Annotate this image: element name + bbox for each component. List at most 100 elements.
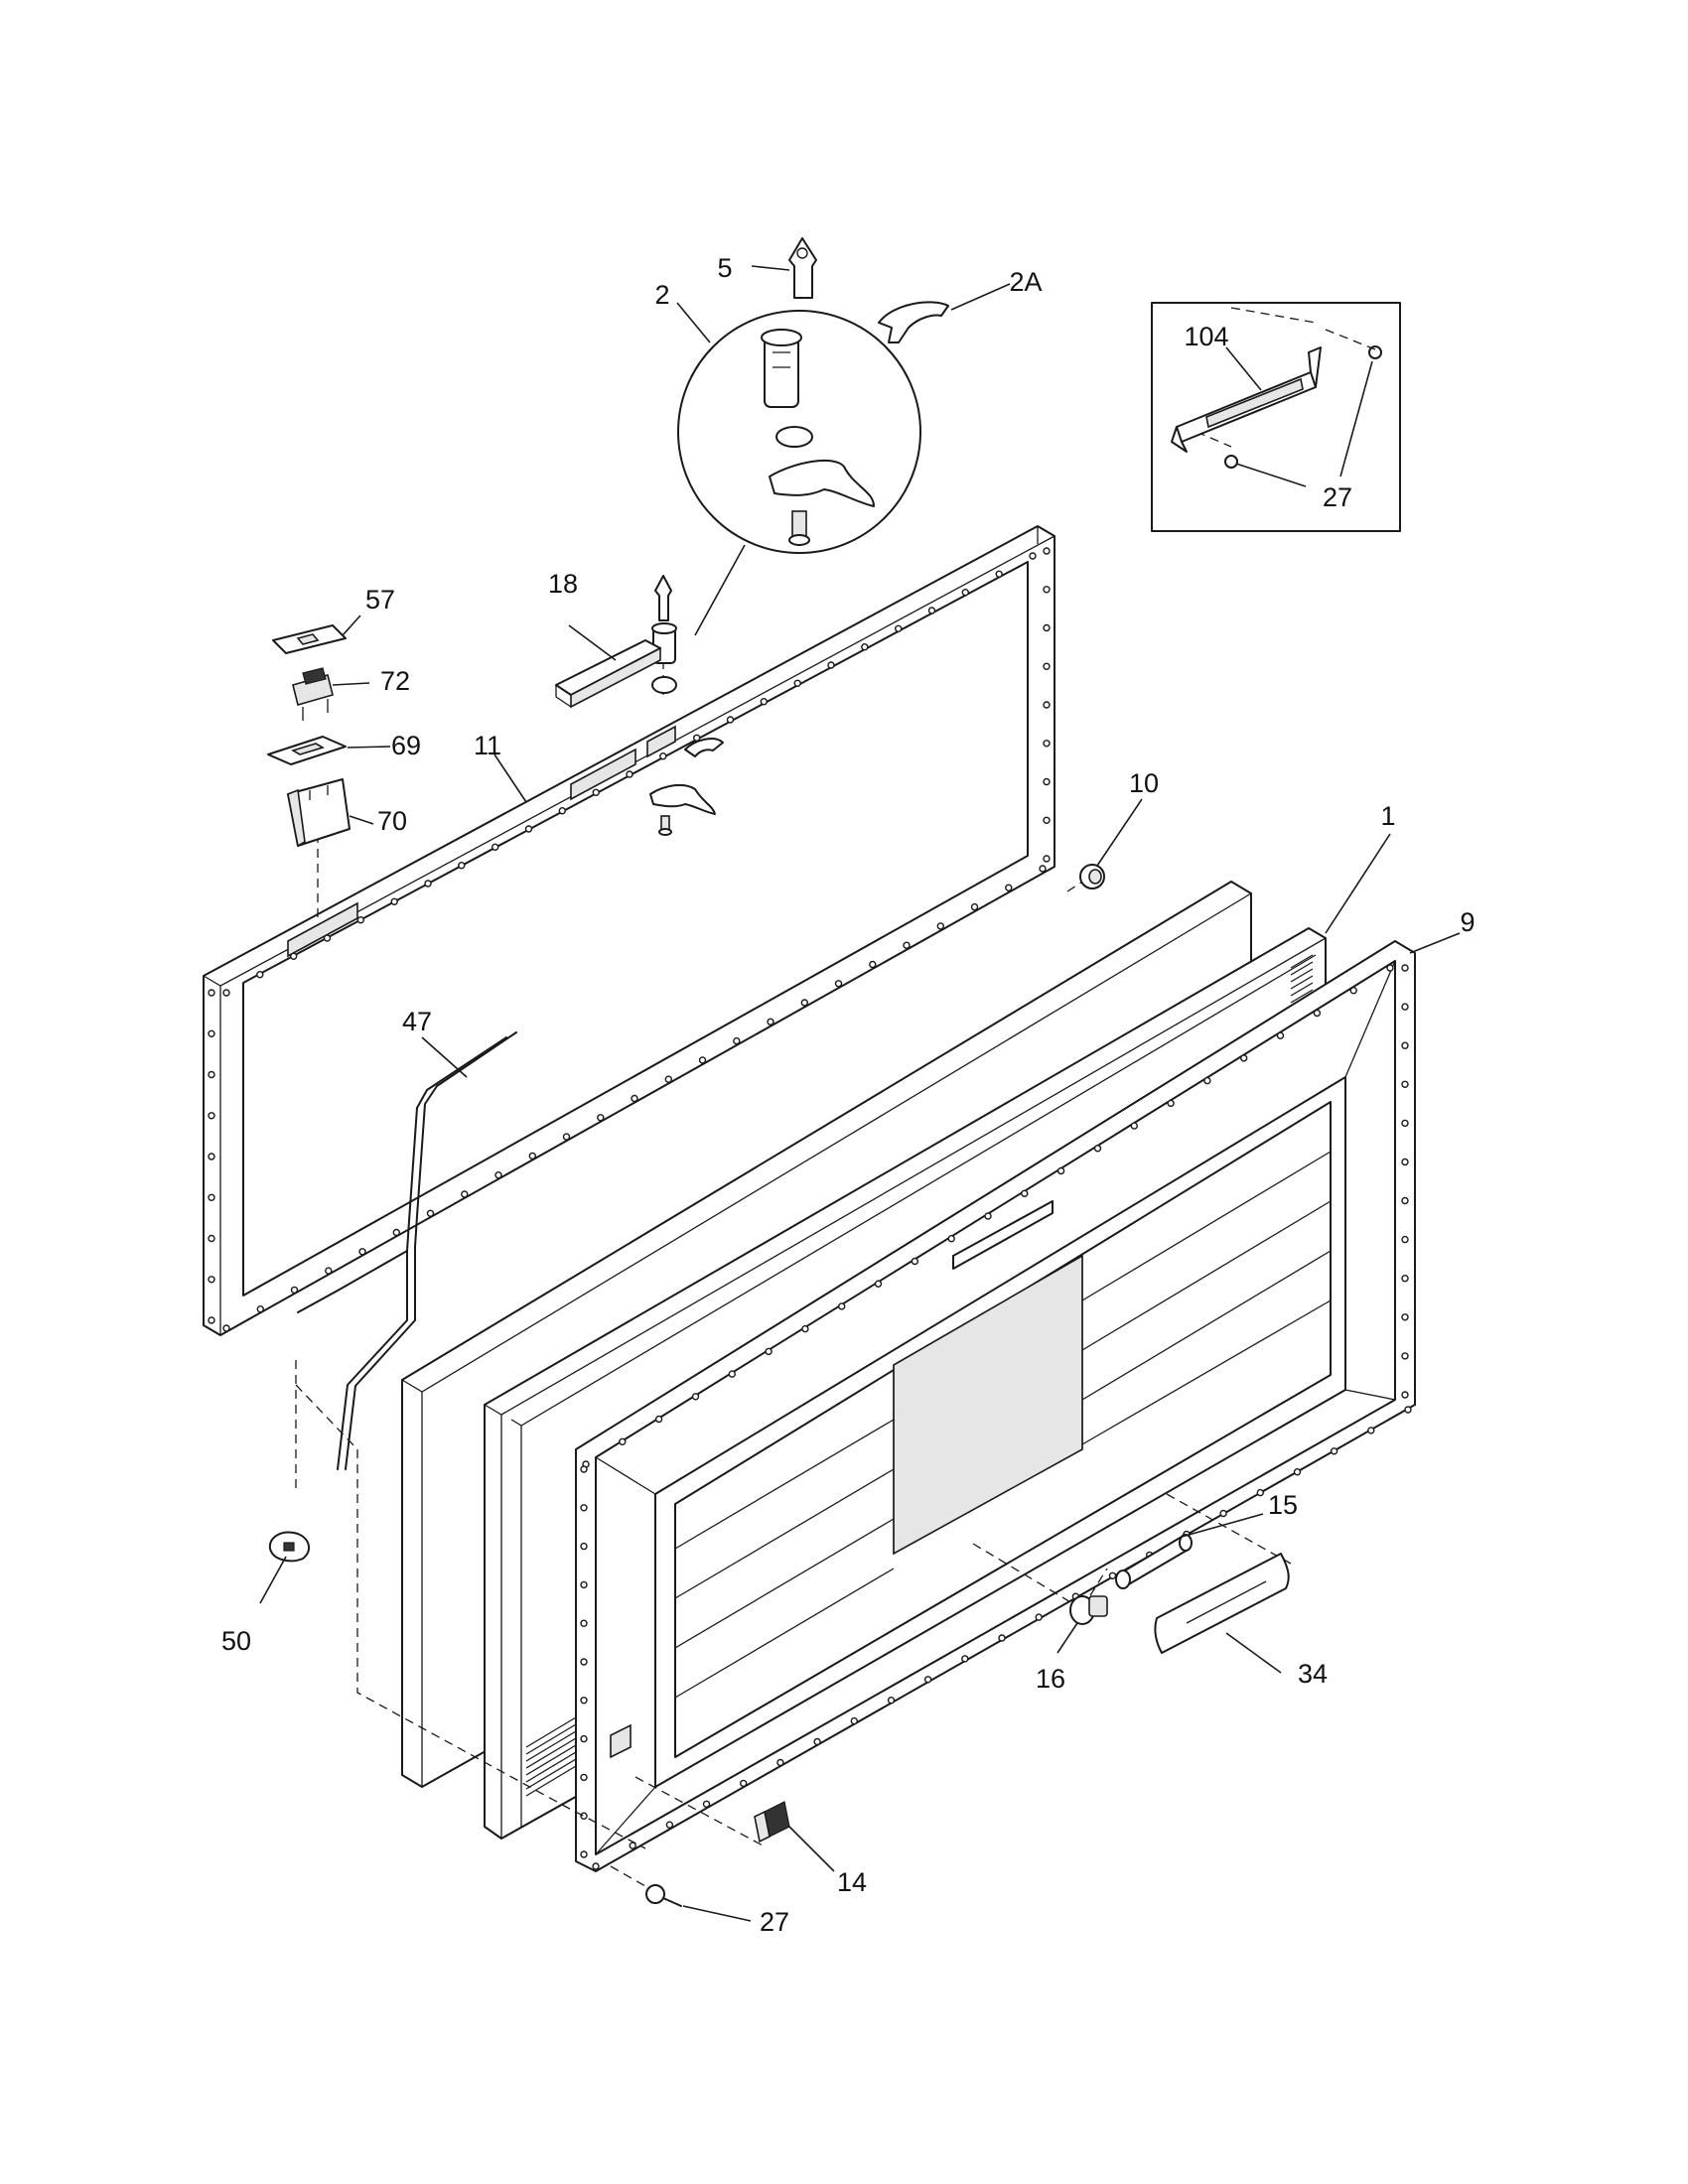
callout-10: 10 [1129,768,1159,798]
panel-screw-hole [1203,1076,1211,1085]
panel-screw-hole [1367,1427,1375,1434]
callout-50: 50 [221,1626,251,1656]
callout-70: 70 [377,806,407,836]
frame-screw-hole [356,916,364,924]
panel-screw-hole [740,1779,748,1788]
panel-screw-hole [1276,1031,1285,1039]
frame-screw-hole [528,1152,536,1160]
callout-72: 72 [380,666,410,696]
callout-9: 9 [1460,907,1475,937]
liner-vent-line [525,1716,577,1748]
frame-screw-hole [1043,586,1051,594]
callout-16: 16 [1036,1664,1065,1694]
panel-screw-hole [1219,1509,1227,1518]
panel-screw-hole [1401,1080,1409,1089]
liner-vent-line [525,1751,577,1783]
callout-34: 34 [1298,1659,1328,1689]
frame-screw-hole [626,770,633,778]
panel-screw-hole [580,1504,588,1512]
panel-screw-hole [947,1234,955,1243]
liner-vent-line [525,1730,577,1762]
panel-screw-hole [1401,1003,1409,1011]
panel-screw-hole [838,1302,846,1310]
frame-screw-hole [834,980,843,988]
panel-screw-hole [1293,1467,1302,1476]
panel-screw-hole [1401,1274,1409,1283]
lock-clip-part [878,301,949,343]
panel-slat [1081,1299,1332,1445]
frame-screw-hole [1005,884,1013,891]
panel-screw-hole [580,1619,588,1627]
frame-screw-hole [208,1153,215,1160]
frame-screw-hole [970,902,979,911]
callout-2a: 2A [1009,267,1042,297]
push-rod-part [1115,1534,1193,1589]
frame-screw-hole [1043,662,1051,670]
panel-screw-hole [1401,1119,1409,1128]
switch-housing-part [287,778,351,848]
panel-screw-hole [580,1580,588,1589]
frame-screw-hole [733,1036,741,1045]
frame-screw-hole [895,624,903,632]
panel-screw-hole [619,1437,627,1446]
panel-screw-hole [1401,1391,1409,1399]
callout-27-bottom: 27 [760,1907,789,1937]
heater-cord-part [297,1031,517,1470]
panel-screw-hole [1021,1189,1029,1198]
leader-lines [259,265,1461,1922]
frame-screw-hole [524,825,533,833]
callout-11: 11 [474,731,501,760]
panel-slat [674,1468,895,1599]
frame-screw-hole [631,1094,638,1103]
frame-screw-hole [494,1170,502,1179]
frame-screw-hole [1039,865,1047,873]
panel-screw-hole [1401,1041,1409,1049]
lock-installed [649,575,724,836]
panel-slat [674,1568,895,1699]
frame-screw-hole [424,880,432,887]
frame-screw-hole [208,1070,215,1079]
frame-screw-hole [290,1286,299,1295]
liner-vent-line [525,1758,577,1790]
panel-screw-hole [580,1697,588,1705]
panel-screw-hole [654,1415,663,1424]
frame-screw-hole [861,643,869,651]
panel-screw-hole [1130,1122,1139,1130]
key-part [788,237,817,299]
panel-screw-hole [580,1658,588,1666]
callout-5: 5 [717,253,732,283]
liner-vent-line [525,1737,577,1769]
panel-screw-hole [765,1347,773,1356]
panel-screw-hole [1401,1196,1409,1205]
panel-screw-hole [1386,964,1394,972]
frame-screw-hole [659,752,667,760]
frame-screw-hole [961,589,969,597]
panel-screw-hole [1349,987,1357,995]
frame-screw-hole [562,1133,571,1141]
label-part [272,624,347,654]
liner-vent-line [1290,961,1314,976]
panel-slat [674,1518,895,1649]
bumper-part [1079,864,1105,889]
callout-69: 69 [391,731,421,760]
handle-part [555,639,661,709]
frame-screw-hole [793,679,801,687]
lock-detail-circle [677,310,921,636]
light-bulb-part [1069,1595,1108,1625]
panel-screw-hole [984,1212,992,1220]
lid-frame-part [203,525,1055,1336]
panel-screw-hole [1401,1352,1409,1360]
frame-screw-hole [1029,552,1037,560]
callout-57: 57 [365,585,395,614]
panel-screw-hole [923,1676,932,1684]
panel-screw-hole [580,1542,588,1551]
panel-slat [1081,1250,1332,1401]
frame-screw-hole [256,971,264,979]
light-socket-part [754,1801,790,1843]
frame-screw-hole [323,934,332,942]
liner-vent-line [1290,968,1314,983]
panel-screw-hole [1093,1145,1102,1153]
frame-screw-hole [1043,740,1051,748]
panel-screw-hole [728,1370,736,1378]
